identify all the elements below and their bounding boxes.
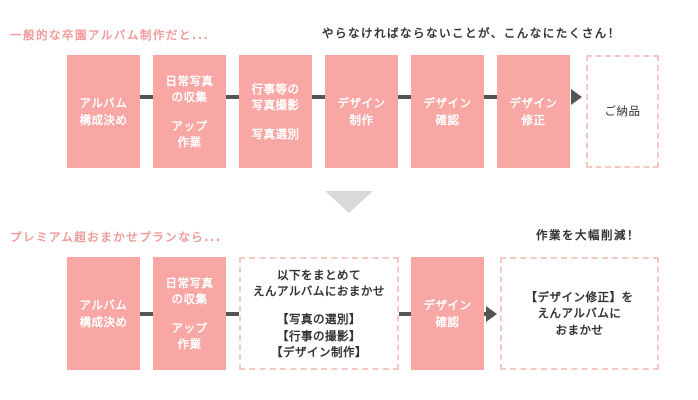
top-step-album-composition: アルバム構成決め (67, 55, 140, 168)
workload-reduction-note: 作業を大幅削減！ (536, 228, 640, 242)
standard-process-heading: 一般的な卒園アルバム制作だと... (10, 28, 210, 42)
top-step-daily-photo-collection: 日常写真の収集 アップ作業 (153, 55, 226, 168)
arrow-right-icon (486, 306, 497, 322)
bottom-step-outsourced-bundle: 以下をまとめてえんアルバムにおまかせ 【写真の選別】【行事の撮影】【デザイン制作… (239, 257, 399, 370)
bottom-step-design-check: デザイン確認 (411, 257, 484, 370)
top-step-design-revision: デザイン修正 (497, 55, 570, 168)
bottom-step-outsourced-revision: 【デザイン修正】をえんアルバムにおまかせ (500, 257, 659, 370)
triangle-down-icon (325, 191, 373, 213)
top-step-design-production: デザイン制作 (325, 55, 398, 168)
premium-plan-heading: プレミアム超おまかせプランなら... (10, 230, 222, 244)
bottom-step-album-composition: アルバム構成決め (67, 257, 140, 370)
top-step-delivery: ご納品 (586, 55, 659, 168)
many-tasks-note: やらなければならないことが、こんなにたくさん！ (322, 26, 621, 40)
top-step-event-photography: 行事等の写真撮影 写真選別 (239, 55, 312, 168)
arrow-right-icon (571, 89, 582, 105)
bottom-step-daily-photo-collection: 日常写真の収集 アップ作業 (153, 257, 226, 370)
top-step-design-check: デザイン確認 (411, 55, 484, 168)
